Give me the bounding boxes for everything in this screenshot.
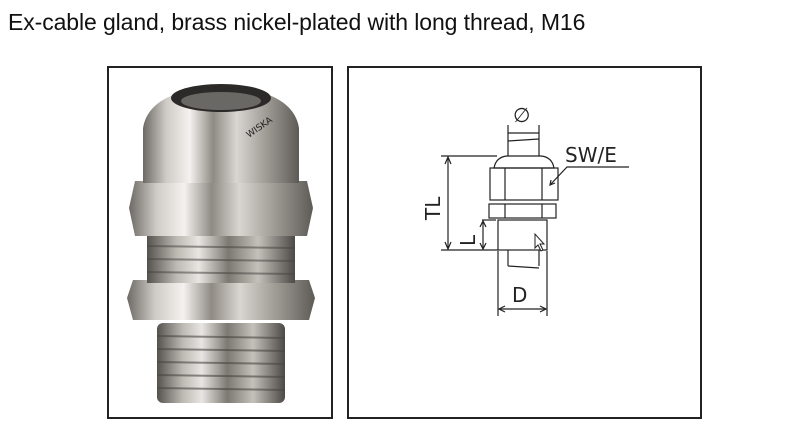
product-title: Ex-cable gland, brass nickel-plated with… bbox=[8, 9, 586, 35]
technical-drawing: ∅ TL L D SW/E bbox=[421, 103, 629, 316]
cap-outline bbox=[493, 155, 555, 169]
dome-cap bbox=[143, 86, 299, 183]
diameter-symbol: ∅ bbox=[513, 103, 530, 127]
thread-outline bbox=[497, 219, 548, 251]
sw-e-label: SW/E bbox=[565, 143, 617, 167]
tl-label: TL bbox=[421, 196, 445, 221]
d-label: D bbox=[512, 283, 527, 307]
washer-outline bbox=[488, 203, 557, 219]
middle-thread bbox=[146, 233, 296, 283]
cable-top bbox=[507, 138, 540, 156]
cursor-icon bbox=[534, 232, 546, 252]
bottom-thread bbox=[156, 323, 286, 403]
lower-hex-nut bbox=[127, 280, 315, 320]
product-photo-frame: WISKA bbox=[107, 66, 333, 419]
dimension-drawing-frame: ∅ TL L D SW/E bbox=[347, 66, 702, 419]
upper-hex-nut bbox=[129, 181, 313, 236]
cable-gland-photo: WISKA bbox=[127, 84, 315, 403]
hex-nut-outline bbox=[489, 167, 559, 201]
l-label: L bbox=[456, 234, 480, 246]
